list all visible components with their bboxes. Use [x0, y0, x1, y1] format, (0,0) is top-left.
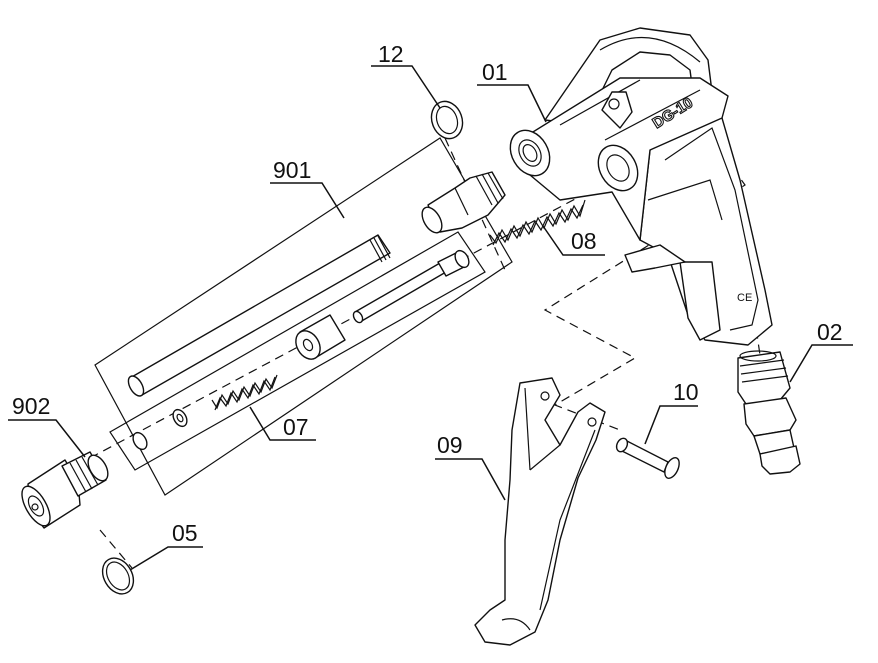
callout-label-02: 02: [817, 319, 843, 345]
callout-label-09: 09: [437, 432, 463, 458]
valve-spring: [211, 374, 278, 411]
o-ring-part-12: [430, 100, 464, 140]
callout-label-05: 05: [172, 520, 198, 546]
valve-sleeve: [295, 314, 346, 360]
gun-body-part-01: DG-10 CE: [509, 27, 773, 346]
o-ring-part-05: [101, 557, 135, 595]
kit-07-box: [109, 231, 486, 471]
callout-label-07: 07: [283, 414, 309, 440]
callout-label-10: 10: [673, 379, 699, 405]
pivot-pin-part-10: [615, 437, 680, 479]
nozzle-tube: [127, 234, 391, 397]
valve-o-ring: [132, 431, 148, 451]
nozzle-coupling: [421, 171, 506, 234]
callout-label-08: 08: [571, 228, 597, 254]
callout-labels: 12 01 901 08 02 902 07 10 09 05: [12, 41, 843, 546]
callout-label-902: 902: [12, 393, 50, 419]
callout-label-12: 12: [378, 41, 404, 67]
air-inlet-fitting-part-02: [737, 350, 801, 475]
ce-mark: CE: [737, 292, 752, 304]
trigger-lever-part-09: [474, 377, 606, 646]
callout-label-01: 01: [482, 59, 508, 85]
kit-901-box: [94, 137, 513, 496]
valve-seat-part-902: [21, 451, 109, 529]
leader-lines: [8, 65, 853, 571]
valve-seal-washer: [172, 408, 188, 428]
spring-part-08: [489, 199, 586, 246]
valve-stem: [352, 249, 470, 324]
callout-label-901: 901: [273, 157, 311, 183]
